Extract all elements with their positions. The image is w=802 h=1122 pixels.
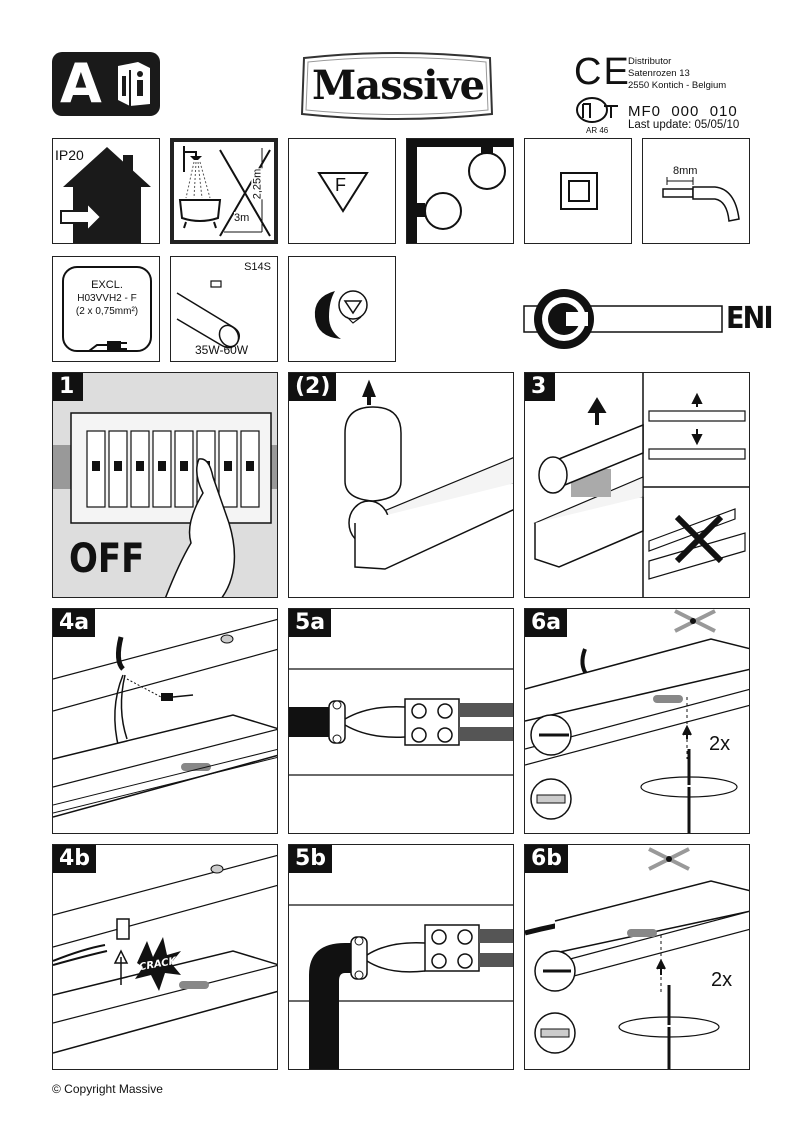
linear-lamp-icon: [176, 280, 240, 349]
instruction-badge: A: [52, 52, 160, 116]
last-update: Last update: 05/05/10: [628, 119, 740, 131]
copyright: © Copyright Massive: [52, 1082, 163, 1096]
eni-logo-icon: [523, 289, 723, 349]
gost-code: AR 46: [586, 126, 609, 135]
heat-safety-symbol: [288, 256, 396, 362]
lamp-type-symbol: S14S 35W-60W: [170, 256, 278, 362]
step-number: 5b: [289, 845, 333, 873]
step-2-panel: (2): [288, 372, 514, 598]
eni-label: ENI: [726, 301, 773, 336]
step-number: 6a: [525, 609, 568, 637]
ce-mark: CE: [574, 51, 631, 93]
f-mark-label: F: [335, 175, 346, 195]
step-3-panel: 3: [524, 372, 750, 598]
info-book-icon: [114, 60, 154, 108]
step-1-panel: 1 OFF: [52, 372, 278, 598]
step-4b-panel: 4b CRACK: [52, 844, 278, 1070]
cable-plug-icon: [62, 266, 152, 352]
double-insulation-icon: [560, 172, 598, 210]
mounting-position-symbol: [406, 138, 514, 244]
gost-mark-icon: [574, 96, 620, 126]
cable-spec-text: EXCL. H03VVH2 - F (2 x 0,75mm²): [63, 279, 151, 318]
breaker-panel-icon: [53, 412, 277, 597]
step-5b-panel: 5b: [288, 844, 514, 1070]
mount-screws-icon: [525, 847, 749, 1069]
ip-rating-label: IP20: [55, 147, 84, 163]
terminal-wiring-wall-icon: [289, 904, 513, 1069]
distributor-line: 2550 Kontich - Belgium: [628, 80, 727, 91]
distributor-line: Distributor: [628, 56, 672, 67]
terminal-wiring-icon: [289, 668, 513, 776]
off-label: OFF: [69, 536, 145, 582]
lamp-wattage-label: 35W-60W: [195, 343, 249, 357]
f-triangle-icon: [317, 172, 369, 213]
mount-screws-icon: [525, 609, 749, 833]
remove-lamp-icon: [533, 373, 749, 597]
product-code: MF0 000 010: [628, 103, 738, 120]
step-5a-panel: 5a: [288, 608, 514, 834]
step-6b-panel: 6b 2x: [524, 844, 750, 1070]
lamp-base-label: S14S: [244, 261, 271, 273]
cable-line: H03VVH2 - F: [77, 293, 137, 304]
step-6a-panel: 6a 2x: [524, 608, 750, 834]
ceiling-wiring-icon: [53, 618, 277, 818]
step-number: 1: [53, 373, 83, 401]
screw-count: 2x: [709, 733, 731, 755]
wall-ceiling-lamp-icon: [407, 139, 513, 243]
knockout-icon: [53, 854, 277, 1054]
strip-length-symbol: 8mm: [642, 138, 750, 244]
step-number: 6b: [525, 845, 569, 873]
step-number: 4a: [53, 609, 96, 637]
remove-shade-icon: [344, 379, 513, 570]
step-4a-panel: 4a: [52, 608, 278, 834]
cable-line: (2 x 0,75mm²): [75, 306, 139, 317]
step-number: (2): [289, 373, 337, 401]
cable-spec-symbol: EXCL. H03VVH2 - F (2 x 0,75mm²): [52, 256, 160, 362]
brand-name: Massive: [312, 62, 485, 109]
heat-safe-icon: [314, 290, 368, 339]
bathroom-zone-icon: [178, 146, 271, 237]
class-ii-symbol: [524, 138, 632, 244]
ip20-symbol: IP20: [52, 138, 160, 244]
distributor-address: Distributor Satenrozen 13 2550 Kontich -…: [628, 56, 726, 92]
screw-count: 2x: [711, 969, 733, 991]
f-mark-symbol: F: [288, 138, 396, 244]
badge-letter: A: [60, 52, 102, 115]
indoor-house-icon: [60, 147, 151, 243]
step-number: 5a: [289, 609, 332, 637]
step-number: 4b: [53, 845, 97, 873]
stripped-wire-icon: [662, 177, 740, 222]
bathroom-distance-symbol: 2,25m 3m: [170, 138, 278, 244]
brand-logo: Massive: [298, 52, 496, 122]
bathroom-distance-label: 3m: [234, 212, 250, 224]
strip-length-label: 8mm: [673, 165, 698, 177]
step-number: 3: [525, 373, 555, 401]
eni-symbol: ENI: [522, 288, 778, 350]
distributor-line: Satenrozen 13: [628, 68, 690, 79]
cable-line: EXCL.: [91, 279, 123, 291]
bathroom-height-label: 2,25m: [251, 168, 264, 200]
